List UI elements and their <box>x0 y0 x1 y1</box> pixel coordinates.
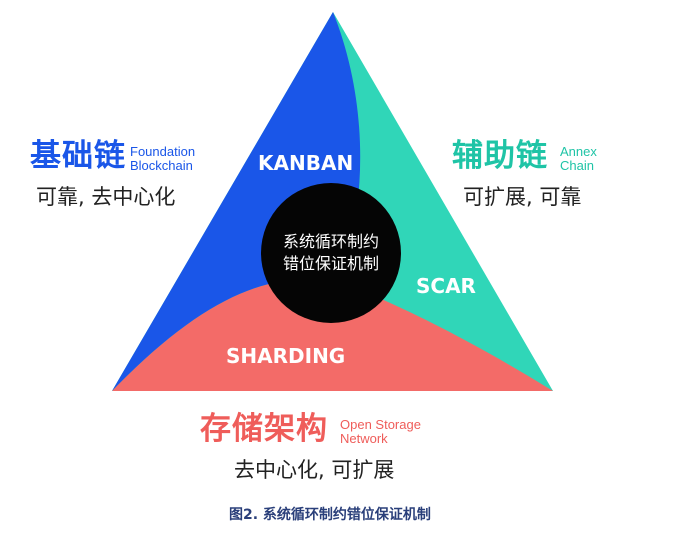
storage-sub-line-2: Network <box>340 431 388 446</box>
center-line-2: 错位保证机制 <box>282 254 379 273</box>
center-circle <box>261 183 401 323</box>
foundation-chain-subtitle: Foundation Blockchain <box>130 145 195 173</box>
annex-chain-feature: 可扩展, 可靠 <box>463 185 582 209</box>
center-line-1: 系统循环制约 <box>282 232 379 251</box>
figure-caption: 图2. 系统循环制约错位保证机制 <box>229 507 431 523</box>
foundation-sub-line-1: Foundation <box>130 144 196 159</box>
annex-sub-line-1: Annex <box>560 144 597 159</box>
blue-region <box>112 12 361 391</box>
storage-subtitle: Open Storage Network <box>340 418 421 446</box>
annex-chain-title: 辅助链 <box>452 138 548 174</box>
scar-label: SCAR <box>416 274 476 298</box>
center-text: 系统循环制约 错位保证机制 <box>261 231 401 275</box>
foundation-sub-line-2: Blockchain <box>130 158 193 173</box>
coral-region <box>112 278 553 391</box>
storage-feature: 去中心化, 可扩展 <box>234 458 395 482</box>
sharding-label: SHARDING <box>226 344 346 368</box>
storage-sub-line-1: Open Storage <box>340 417 421 432</box>
annex-chain-subtitle: Annex Chain <box>560 145 597 173</box>
foundation-chain-feature: 可靠, 去中心化 <box>36 185 176 209</box>
foundation-chain-title: 基础链 <box>30 138 126 174</box>
storage-title: 存储架构 <box>200 411 328 447</box>
kanban-label: KANBAN <box>258 151 354 175</box>
annex-sub-line-2: Chain <box>560 158 594 173</box>
